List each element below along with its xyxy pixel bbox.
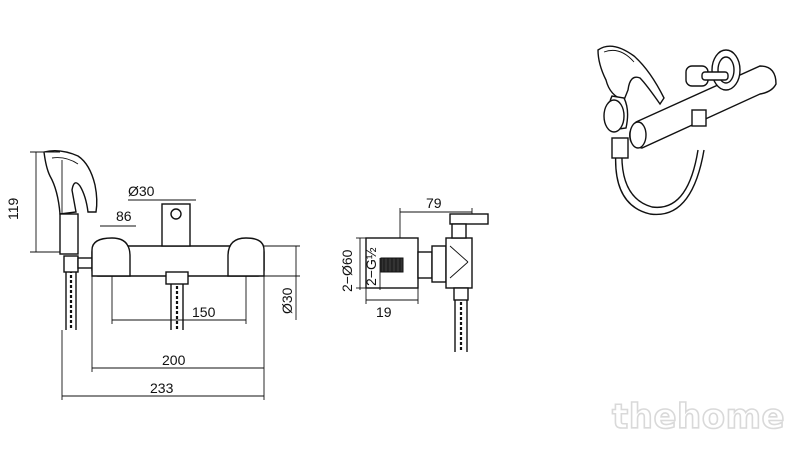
dim-150-label: 150 (192, 304, 216, 320)
dim-top-diameter-label: Ø30 (128, 183, 155, 199)
body-joint (431, 245, 447, 283)
lever (449, 213, 489, 225)
hose-loop (614, 149, 705, 216)
front-dimension-lines (30, 151, 300, 400)
hand-shower (43, 149, 98, 255)
perspective-hand-shower (597, 45, 665, 159)
dim-19-label: 19 (376, 304, 392, 320)
dim-233-label: 233 (150, 380, 174, 396)
hose-side (453, 287, 469, 352)
front-view: 119 86 Ø30 Ø30 150 200 233 (5, 149, 300, 400)
perspective-view (597, 45, 777, 216)
watermark: thehome (612, 397, 785, 437)
mixer-bar (629, 49, 777, 149)
dim-119-label: 119 (5, 197, 21, 220)
side-view: 79 2−Ø60 2−G½ 19 (339, 195, 489, 352)
dim-thread-label: 2−G½ (363, 247, 379, 286)
dim-79-label: 79 (426, 195, 442, 211)
dim-side-diameter-label: Ø30 (279, 287, 295, 314)
dim-flange-label: 2−Ø60 (339, 249, 355, 292)
dim-200-label: 200 (162, 352, 186, 368)
dim-86-label: 86 (116, 208, 132, 224)
side-dimension-lines (356, 208, 473, 304)
nut (417, 251, 433, 279)
hose-bottom (170, 284, 184, 330)
hose-left (63, 255, 79, 330)
side-body (445, 237, 473, 289)
threaded-connector (380, 257, 404, 273)
mixer-body (91, 203, 265, 285)
